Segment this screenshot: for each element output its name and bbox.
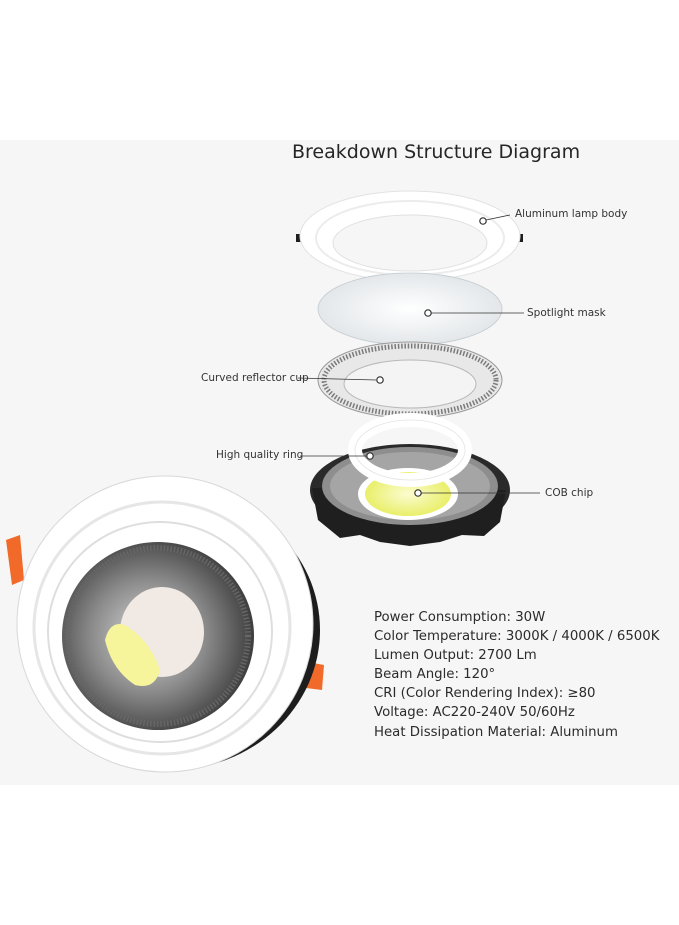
high-quality-ring [348,413,472,487]
spec-lumen-output: Lumen Output: 2700 Lm [374,648,537,664]
spec-power-consumption: Power Consumption: 30W [374,610,546,625]
spec-cri: CRI (Color Rendering Index): ≥80 [374,686,596,702]
label-aluminum-lamp-body: Aluminum lamp body [515,208,628,220]
diagram-title: Breakdown Structure Diagram [292,141,581,163]
aluminum-lamp-body [296,190,523,282]
curved-reflector-cup [317,341,503,419]
spec-voltage: Voltage: AC220-240V 50/60Hz [374,705,575,721]
spotlight-mask [317,272,503,346]
label-curved-reflector-cup: Curved reflector cup [201,372,309,384]
housing-base [310,444,510,546]
label-cob-chip: COB chip [545,487,594,499]
leader-lines [297,214,540,497]
spec-beam-angle: Beam Angle: 120° [374,667,496,683]
label-spotlight-mask: Spotlight mask [527,307,606,319]
assembled-downlight [6,475,324,773]
label-high-quality-ring: High quality ring [216,449,304,461]
spec-heat-dissipation: Heat Dissipation Material: Aluminum [374,724,618,740]
spec-list: Power Consumption: 30W Color Temperature… [374,608,659,742]
spec-color-temperature: Color Temperature: 3000K / 4000K / 6500K [374,629,660,645]
